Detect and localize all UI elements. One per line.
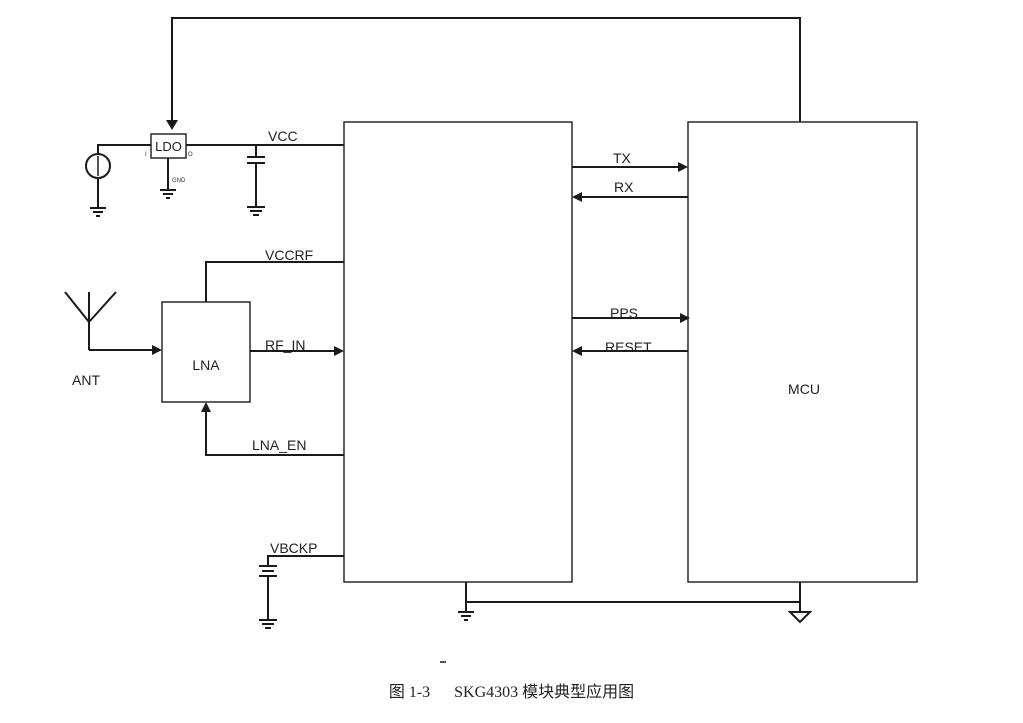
ldo-gnd-pin: GND <box>172 178 186 184</box>
lna-en-net: LNA_EN <box>201 402 344 456</box>
ldo-label: LDO <box>155 139 182 154</box>
vccrf-net: VCCRF <box>205 247 344 302</box>
ldo-out-pin: O <box>188 152 193 158</box>
reset-signal: RESET <box>572 339 688 356</box>
vcc-label: VCC <box>268 128 298 144</box>
vbckp-label: VBCKP <box>270 540 317 556</box>
power-source <box>85 144 151 217</box>
rf-in-label: RF_IN <box>265 337 305 353</box>
mcu-label: MCU <box>788 381 820 397</box>
lna-block: LNA <box>161 301 251 403</box>
tx-signal: TX <box>572 150 688 172</box>
common-ground <box>458 582 813 624</box>
ldo-ground <box>160 158 176 199</box>
ldo-block: LDO I O GND <box>145 133 193 184</box>
antenna: ANT <box>64 291 162 388</box>
vcc-net: VCC <box>186 128 344 216</box>
tx-label: TX <box>613 150 632 166</box>
vccrf-label: VCCRF <box>265 247 313 263</box>
ldo-in-pin: I <box>145 152 147 158</box>
figure-title: SKG4303 模块典型应用图 <box>454 684 635 701</box>
figure-caption: 图 1-3 SKG4303 模块典型应用图 <box>0 678 1023 702</box>
mcu-block: MCU <box>687 121 918 583</box>
lna-label: LNA <box>192 357 220 373</box>
pps-signal: PPS <box>572 305 690 323</box>
vbckp-net: VBCKP <box>259 540 344 629</box>
mcu-to-ldo-line <box>166 17 801 130</box>
ant-label: ANT <box>72 372 100 388</box>
rx-signal: RX <box>572 179 688 202</box>
pps-label: PPS <box>610 305 638 321</box>
gnss-module-block <box>343 121 573 583</box>
rx-label: RX <box>614 179 634 195</box>
reset-label: RESET <box>605 339 652 355</box>
lna-en-label: LNA_EN <box>252 437 306 453</box>
figure-number: 图 1-3 <box>388 684 431 701</box>
rf-in-net: RF_IN <box>250 337 344 356</box>
